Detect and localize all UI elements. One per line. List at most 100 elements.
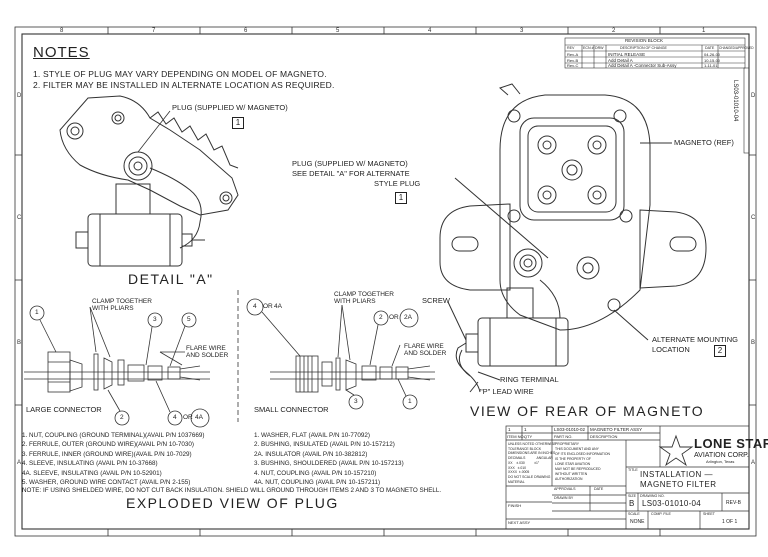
- parts-small-2a: 2A. INSULATOR (AVAIL P/N 10-382812): [254, 450, 368, 458]
- parts-small-1: 1. WASHER, FLAT (AVAIL P/N 10-77092): [254, 432, 370, 439]
- detail-a-plug-label: PLUG (SUPPLIED W/ MAGNETO): [172, 103, 288, 112]
- rev-hdr-date: DATE: [705, 45, 715, 50]
- large-callout-5: 5: [187, 316, 191, 323]
- large-flare-label-2: AND SOLDER: [186, 352, 229, 359]
- parts-large-5: 5. WASHER, GROUND WIRE CONTACT (AVAIL P/…: [22, 479, 191, 487]
- zone-side-c: C: [17, 215, 22, 221]
- detail-a-figure: [59, 95, 239, 267]
- zone-top-1: 1: [702, 28, 706, 34]
- zone-top-4: 4: [428, 28, 432, 34]
- tb-finish: FINISH: [508, 503, 522, 508]
- prop-line-8: AUTHORIZATION: [555, 477, 583, 481]
- parts-large-4a: 4A. SLEEVE, INSULATING (AVAIL P/N 10-529…: [22, 469, 162, 477]
- small-flare-label-2: AND SOLDER: [404, 350, 447, 357]
- small-flare-label-1: FLARE WIRE: [404, 343, 444, 350]
- rear-plug-label-2: SEE DETAIL "A" FOR ALTERNATE: [292, 169, 410, 178]
- parts-small-2: 2. BUSHING, INSULATED (AVAIL P/N 10-1572…: [254, 441, 395, 449]
- small-callout-2: 2: [379, 314, 383, 321]
- tb-rev: REV-B: [726, 500, 742, 506]
- zone-side-b-right: B: [751, 340, 756, 346]
- zone-side-d-right: D: [751, 93, 756, 99]
- tb-assy-part: LS03-01010-02: [554, 427, 586, 432]
- tb-size-label: SIZE: [628, 494, 636, 498]
- exploded-caption: EXPLODED VIEW OF PLUG: [126, 495, 339, 511]
- prop-line-3: OF ITS ENCLOSED INFORMATION: [555, 452, 610, 456]
- tb-title-line-2: MAGNETO FILTER: [640, 480, 717, 489]
- rev-row-2-date: 10-15-00: [704, 57, 721, 63]
- tb-drawing-number: LS03-01010-04: [642, 499, 702, 508]
- small-callout-4: 4: [253, 303, 257, 310]
- rev-row-1-date: 04-26-00: [704, 51, 721, 57]
- alternate-mount-note: 2: [714, 345, 726, 357]
- title-block-grid: [505, 425, 750, 530]
- tb-approvals: APPROVALS: [554, 487, 576, 491]
- tb-comp-file-label: COMP. FILE: [651, 512, 671, 516]
- tb-item-1: 1: [508, 427, 511, 432]
- parts-large-1: 1. NUT, COUPLING (GROUND TERMINAL)(AVAIL…: [22, 432, 205, 439]
- large-callout-3: 3: [153, 316, 157, 323]
- tb-dwg-no-label: DRAWING NO.: [640, 494, 665, 498]
- screw-label: SCREW: [422, 296, 450, 305]
- rev-row-3-date: 1-11-01: [704, 63, 718, 68]
- side-drawing-number: LS03-01010-04: [732, 80, 738, 122]
- company-name: LONE STAR: [694, 436, 768, 451]
- tb-sheet-label: SHEET: [703, 512, 715, 516]
- small-clamp-label-1: CLAMP TOGETHER: [334, 291, 394, 298]
- large-connector-figure: [24, 305, 210, 428]
- tb-sheet: 1 OF 1: [722, 519, 738, 525]
- small-or-1: OR: [263, 303, 273, 310]
- p-lead-label: "P" LEAD WIRE: [480, 387, 534, 396]
- zone-side-a: A: [17, 460, 22, 466]
- parts-large-2: 2. FERRULE, OUTER (GROUND WIRE)(AVAIL P/…: [22, 441, 195, 449]
- large-connector-name: LARGE CONNECTOR: [26, 405, 102, 414]
- rear-view-caption: VIEW OF REAR OF MAGNETO: [470, 403, 705, 419]
- rear-plug-note: 1: [395, 192, 407, 204]
- detail-a-plug-note: 1: [232, 117, 244, 129]
- alternate-mount-label-1: ALTERNATE MOUNTING: [652, 335, 738, 344]
- note-1: 1. STYLE OF PLUG MAY VARY DEPENDING ON M…: [33, 69, 327, 79]
- tol-line-7: XXXX ±.0005: [508, 470, 530, 475]
- tol-line-6: XXX ±.010: [508, 465, 527, 470]
- parts-small-3: 3. BUSHING, SHOULDERED (AVAIL P/N 10-157…: [254, 460, 404, 468]
- detail-a-caption: DETAIL "A": [128, 271, 214, 287]
- zone-side-c-right: C: [751, 215, 756, 221]
- outer-border: [14, 26, 757, 537]
- rev-hdr-ecn: ECN #: [583, 45, 594, 50]
- tol-line-5: XX ±.030 ±1°: [508, 460, 540, 465]
- tb-scale-label: SCALE: [628, 512, 640, 516]
- tb-qty-1: 1: [524, 427, 527, 432]
- parts-list-large: 1. NUT, COUPLING (GROUND TERMINAL)(AVAIL…: [22, 431, 204, 487]
- alternate-mount-label-2: LOCATION: [652, 345, 690, 354]
- prop-line-1: PROPRIETARY: [555, 442, 579, 446]
- tb-part-hdr: PART NO.: [554, 434, 573, 439]
- rev-row-2-rev: Rev-B: [567, 57, 579, 63]
- notes-heading: NOTES: [33, 44, 90, 61]
- tb-drawn-by: DRAWN BY: [554, 496, 574, 500]
- tb-date-hdr: DATE: [594, 487, 604, 491]
- tb-title-label: TITLE: [628, 468, 638, 472]
- tb-assy-desc: MAGNETO FILTER ASSY: [590, 427, 643, 432]
- revision-block-grid: [564, 37, 750, 154]
- small-or-2: OR: [389, 314, 399, 321]
- large-callout-2: 2: [120, 414, 124, 421]
- prop-line-7: WITHOUT WRITTEN: [555, 472, 588, 476]
- tol-line-8: DO NOT SCALE DRAWING: [508, 474, 551, 479]
- parts-large-4: 4. SLEEVE, INSULATING (AVAIL P/N 10-3766…: [22, 460, 158, 468]
- lone-star-logo: [658, 434, 694, 467]
- rev-hdr-rev: REV: [567, 45, 575, 50]
- rev-row-3-rev: Rev-C: [567, 63, 579, 68]
- small-connector-name: SMALL CONNECTOR: [254, 405, 329, 414]
- large-callout-4: 4: [173, 414, 177, 421]
- parts-small-4a: 4A. NUT, COUPLING (AVAIL P/N 10-157211): [254, 479, 381, 487]
- rev-row-2-desc: Add Detail A: [608, 57, 633, 63]
- prop-line-5: LONE STAR AVIATION: [555, 462, 591, 466]
- small-clamp-label-2: WITH PLIARS: [334, 298, 376, 305]
- magneto-rear-figure: [439, 83, 707, 393]
- parts-small-4: 4. NUT, COUPLING (AVAIL P/N 10-157210): [254, 469, 377, 477]
- prop-line-6: MAY NOT BE REPRODUCED: [555, 467, 601, 471]
- large-or-label: OR: [183, 414, 193, 421]
- rev-row-1-desc: INITIAL RELEASE: [608, 51, 646, 57]
